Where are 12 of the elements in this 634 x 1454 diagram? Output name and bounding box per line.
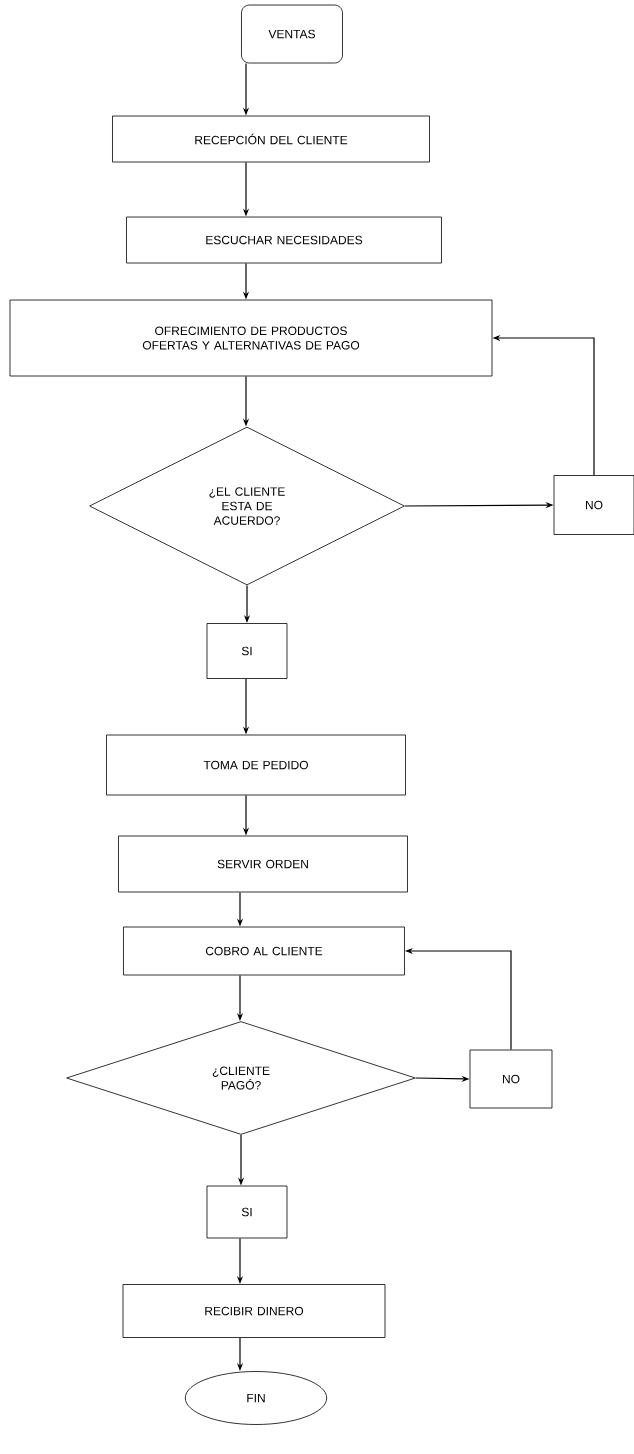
terminal-box: VENTAS [241, 4, 343, 64]
process-box: SI [206, 623, 288, 679]
process-box: COBRO AL CLIENTE [123, 926, 405, 976]
process-box: RECEPCIÓN DEL CLIENTE [112, 115, 430, 163]
process-box: TOMA DE PEDIDO [106, 734, 406, 796]
process-box: RECIBIR DINERO [122, 1284, 386, 1338]
process-box: OFRECIMIENTO DE PRODUCTOS OFERTAS Y ALTERNATIVAS DE PAGO [9, 299, 493, 377]
process-box: ESCUCHAR NECESIDADES [126, 216, 442, 264]
process-box: NO [469, 1049, 553, 1109]
process-box: SERVIR ORDEN [118, 835, 408, 893]
process-box: NO [553, 475, 634, 535]
process-box: SI [206, 1185, 288, 1239]
